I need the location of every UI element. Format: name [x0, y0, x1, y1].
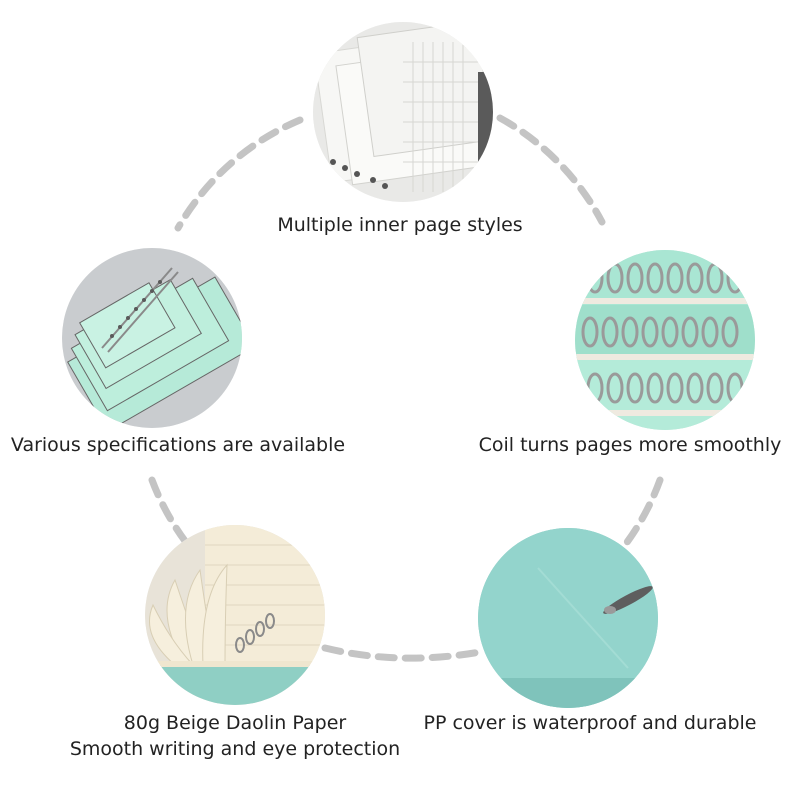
ring-arc-top-left [174, 116, 304, 232]
caption-line: Multiple inner page styles [277, 214, 523, 236]
beige-paper-photo [145, 525, 325, 705]
caption-line: Coil turns pages more smoothly [478, 434, 782, 456]
pp-cover-photo [478, 528, 658, 708]
ring-arc-left [148, 476, 192, 549]
ring-arc-right [621, 476, 664, 549]
inner-pages-photo [313, 22, 493, 202]
caption-line: 80g Beige Daolin Paper [123, 712, 347, 734]
ring-arc-top-right [496, 114, 606, 226]
caption-beige-paper: 80g Beige Daolin Paper Smooth writing an… [55, 710, 415, 762]
caption-line: Various specifications are available [10, 434, 346, 456]
caption-line: Smooth writing and eye protection [69, 738, 401, 760]
ring-arc-bottom [321, 644, 484, 662]
caption-line: PP cover is waterproof and durable [423, 712, 757, 734]
notebook-sizes-photo [62, 248, 242, 428]
caption-pp-cover: PP cover is waterproof and durable [410, 710, 770, 736]
coil-binding-photo [575, 250, 755, 430]
caption-inner-pages: Multiple inner page styles [255, 212, 545, 238]
caption-notebook-sizes: Various specifications are available [8, 432, 348, 458]
caption-coil-binding: Coil turns pages more smoothly [470, 432, 790, 458]
